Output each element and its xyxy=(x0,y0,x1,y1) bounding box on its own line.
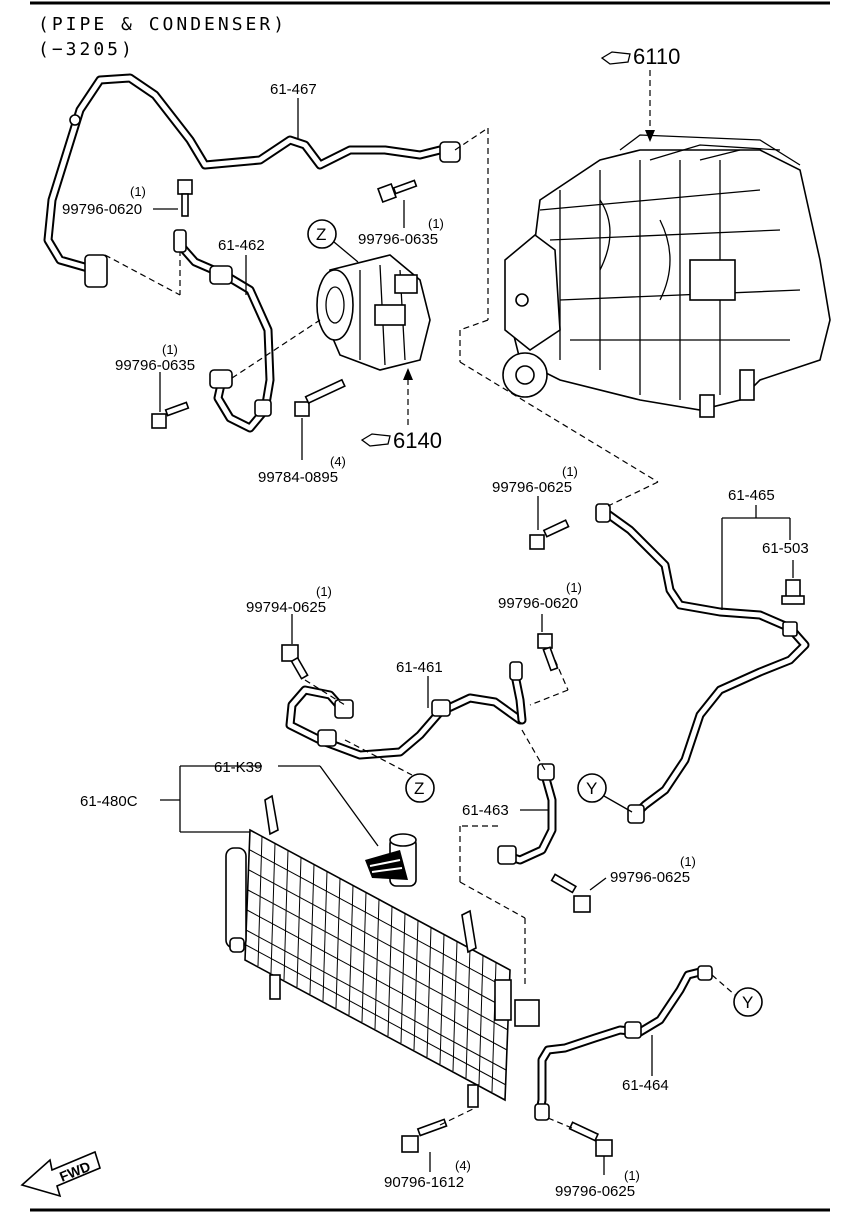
qty-b10: (1) xyxy=(624,1168,640,1183)
ref-6110[interactable]: 6110 xyxy=(600,44,680,69)
pipe-61-467 xyxy=(43,73,461,288)
label-61-462[interactable]: 61-462 xyxy=(218,237,265,254)
label-61-k39[interactable]: 61-K39 xyxy=(214,759,262,776)
label-61-463[interactable]: 61-463 xyxy=(462,802,509,819)
qty-b6: (1) xyxy=(316,584,332,599)
part-b4[interactable]: 99784-0895 xyxy=(258,469,338,486)
pipe-61-464 xyxy=(534,965,713,1121)
compressor xyxy=(316,254,431,371)
qty-b1: (1) xyxy=(130,184,146,199)
bolt-b5 xyxy=(529,519,570,550)
bolt-b6 xyxy=(281,644,309,680)
qty-b8: (1) xyxy=(680,854,696,869)
qty-b4: (4) xyxy=(330,454,346,469)
bolt-b9 xyxy=(401,1118,448,1153)
hand-pointer-icon xyxy=(600,51,631,65)
pipe-61-463 xyxy=(497,763,557,865)
ref-6140-label[interactable]: 6140 xyxy=(393,428,442,453)
bolt-b1 xyxy=(177,179,193,217)
bolt-b8 xyxy=(550,873,591,913)
part-b8[interactable]: 99796-0625 xyxy=(610,869,690,886)
bolt-b2 xyxy=(377,179,418,203)
pipe-61-461 xyxy=(285,661,527,760)
fwd-label: FWD xyxy=(57,1158,93,1185)
part-b2[interactable]: 99796-0635 xyxy=(358,231,438,248)
part-b3[interactable]: 99796-0635 xyxy=(115,357,195,374)
hand-pointer-icon xyxy=(360,433,391,447)
bolt-b3 xyxy=(151,401,190,429)
callout-z-top[interactable]: Z xyxy=(316,225,326,244)
qty-b3: (1) xyxy=(162,342,178,357)
part-b1[interactable]: 99796-0620 xyxy=(62,201,142,218)
condenser xyxy=(225,794,540,1108)
pressure-switch xyxy=(781,560,805,605)
diagram-subtitle: (−3205) xyxy=(38,39,135,60)
label-61-465[interactable]: 61-465 xyxy=(728,487,775,504)
ref-6140[interactable]: 6140 xyxy=(360,428,442,453)
label-61-464[interactable]: 61-464 xyxy=(622,1077,669,1094)
qty-b7: (1) xyxy=(566,580,582,595)
part-b9[interactable]: 90796-1612 xyxy=(384,1174,464,1191)
bolt-b4 xyxy=(294,378,346,417)
hvac-unit xyxy=(502,134,831,418)
diagram-title: (PIPE & CONDENSER) xyxy=(38,14,287,35)
callout-z-mid[interactable]: Z xyxy=(414,779,424,798)
fwd-arrow-icon: FWD xyxy=(20,1150,101,1198)
label-61-503[interactable]: 61-503 xyxy=(762,540,809,557)
qty-b9: (4) xyxy=(455,1158,471,1173)
pipe-61-465 xyxy=(595,503,810,824)
callout-y-mid[interactable]: Y xyxy=(586,779,597,798)
qty-b2: (1) xyxy=(428,216,444,231)
bolt-b7 xyxy=(537,633,559,672)
qty-b5: (1) xyxy=(562,464,578,479)
part-b6[interactable]: 99794-0625 xyxy=(246,599,326,616)
receiver-drier xyxy=(365,833,417,887)
label-61-480c[interactable]: 61-480C xyxy=(80,793,138,810)
callout-y-bottom[interactable]: Y xyxy=(742,993,753,1012)
label-61-467[interactable]: 61-467 xyxy=(270,81,317,98)
bolt-b10 xyxy=(568,1121,613,1157)
part-b10[interactable]: 99796-0625 xyxy=(555,1183,635,1200)
label-61-461[interactable]: 61-461 xyxy=(396,659,443,676)
part-b7[interactable]: 99796-0620 xyxy=(498,595,578,612)
ref-6110-label[interactable]: 6110 xyxy=(633,44,680,69)
part-b5[interactable]: 99796-0625 xyxy=(492,479,572,496)
pipe-61-462 xyxy=(173,229,275,433)
